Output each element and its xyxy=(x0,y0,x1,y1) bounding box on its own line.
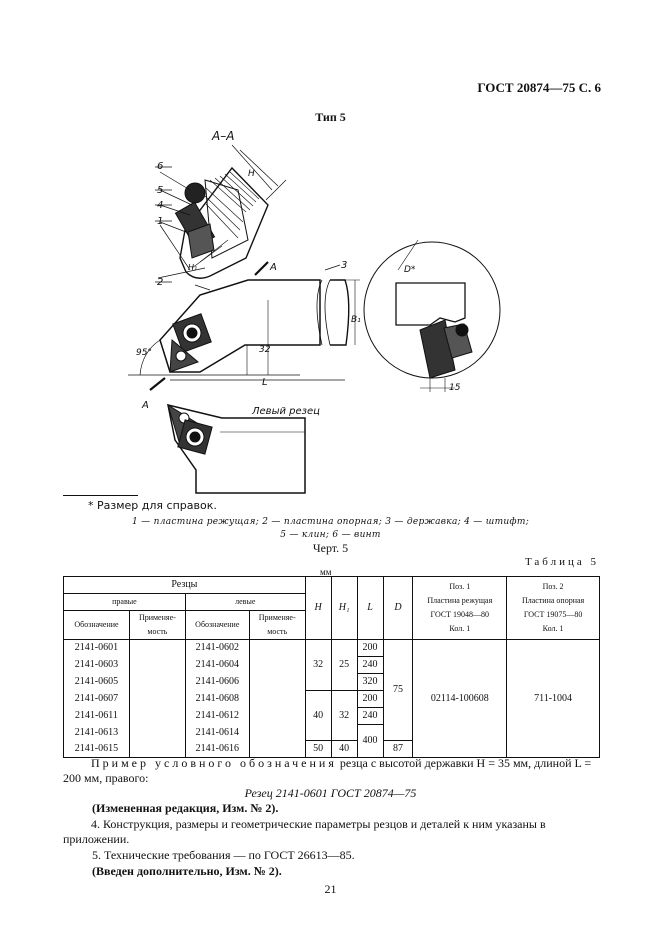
spec-table: Резцы H H₁ L D Поз. 1 Пластина режущая Г… xyxy=(63,576,600,758)
th-d: D xyxy=(382,576,414,640)
pos1-value: 02114-100608 xyxy=(412,639,508,758)
pos-label-6: 6 xyxy=(157,161,163,172)
pos-label-3: 3 xyxy=(341,260,347,271)
dim-angle: 95° xyxy=(136,348,152,358)
left-code: 2141-0608 xyxy=(184,690,250,708)
d-value: 75 xyxy=(382,639,414,741)
paragraph-5: 5. Технические требования — по ГОСТ 2661… xyxy=(92,848,355,862)
th-pos1: Поз. 1 Пластина режущая ГОСТ 19048—80 Ко… xyxy=(412,576,508,640)
dim-h: H xyxy=(248,169,255,179)
edition-note-2: (Введен дополнительно, Изм. № 2). xyxy=(92,864,282,878)
right-code: 2141-0615 xyxy=(63,740,130,758)
th-right: правые xyxy=(63,593,186,611)
dim-d: D* xyxy=(404,265,416,275)
footnote-rule xyxy=(63,495,138,496)
th-pos2: Поз. 2 Пластина опорная ГОСТ 19075—80 Ко… xyxy=(506,576,600,640)
left-code: 2141-0606 xyxy=(184,673,250,691)
paragraph-4: 4. Конструкция, размеры и геометрические… xyxy=(63,817,546,846)
left-cutter-view xyxy=(167,403,306,494)
l-value: 200 xyxy=(356,690,384,708)
l-value: 320 xyxy=(356,673,384,691)
h-value: 32 xyxy=(304,639,332,691)
table-caption: Таблица 5 xyxy=(524,556,599,568)
th-h1: H₁ xyxy=(330,576,358,640)
right-code: 2141-0603 xyxy=(63,656,130,674)
dim-32: 32 xyxy=(259,345,271,355)
legend-line-2: 5 — клин; 6 — винт xyxy=(280,530,381,540)
example-paragraph: Пример условного обозначения резца с выс… xyxy=(63,756,600,786)
left-code: 2141-0616 xyxy=(184,740,250,758)
th-cutters: Резцы xyxy=(63,576,306,594)
figure-caption: Черт. 5 xyxy=(312,541,349,555)
table-row: 2141-0603 2141-0604 240 xyxy=(63,656,600,674)
left-cutter-label: Левый резец xyxy=(251,406,320,417)
dim-l: L xyxy=(262,377,268,388)
d-value: 87 xyxy=(382,740,414,758)
th-designation-left: Обозначение xyxy=(184,610,250,640)
section-a-a xyxy=(159,144,287,291)
table-row: 2141-0611 2141-0612 240 xyxy=(63,707,600,725)
detail-view xyxy=(363,239,501,392)
pos-label-4: 4 xyxy=(157,200,163,211)
document-header: ГОСТ 20874—75 С. 6 xyxy=(477,80,601,95)
example-rest: резца с высотой державки H = 35 мм, длин… xyxy=(63,756,592,785)
table-row: 2141-0601 2141-0602 32 25 200 75 02114-1… xyxy=(63,639,600,758)
h-value: 50 xyxy=(304,740,332,758)
unit-label: мм xyxy=(320,567,332,577)
dim-15: 15 xyxy=(449,383,461,393)
l-value: 240 xyxy=(356,707,384,725)
left-code: 2141-0602 xyxy=(184,639,250,657)
table-row: 2141-0607 2141-0608 40 32 200 xyxy=(63,690,600,741)
h1-value: 40 xyxy=(330,740,358,758)
legend-line-1: 1 — пластина режущая; 2 — пластина опорн… xyxy=(131,517,530,527)
th-h: H xyxy=(304,576,332,640)
pos-label-2: 2 xyxy=(157,277,163,288)
arrow-label-top: А xyxy=(269,262,277,273)
example-lead: Пример условного обозначения xyxy=(91,756,337,770)
th-designation-right: Обозначение xyxy=(63,610,130,640)
l-value: 240 xyxy=(356,656,384,674)
edition-note-1: (Измененная редакция, Изм. № 2). xyxy=(92,801,279,815)
right-code: 2141-0611 xyxy=(63,707,130,725)
dim-h1: H₁ xyxy=(188,263,197,272)
th-application-left: Применяе- мость xyxy=(248,610,306,640)
table-row: 2141-0613 2141-0614 400 xyxy=(63,724,600,758)
h1-value: 25 xyxy=(330,639,358,691)
h1-value: 32 xyxy=(330,690,358,741)
right-code: 2141-0607 xyxy=(63,690,130,708)
left-code: 2141-0614 xyxy=(184,724,250,741)
example-code: Резец 2141-0601 ГОСТ 20874—75 xyxy=(244,786,417,800)
pos-label-5: 5 xyxy=(157,185,163,196)
left-code: 2141-0612 xyxy=(184,707,250,725)
l-value: 200 xyxy=(356,639,384,657)
right-code: 2141-0601 xyxy=(63,639,130,657)
arrow-label-bottom: А xyxy=(141,400,149,411)
left-code: 2141-0604 xyxy=(184,656,250,674)
footnote: * Размер для справок. xyxy=(88,499,217,512)
l-value: 400 xyxy=(356,724,384,758)
section-label: А–А xyxy=(211,129,234,143)
dim-b: B₁ xyxy=(351,315,361,325)
technical-drawing: А–А 6 5 4 1 2 3 H H₁ B₁ 32 L 95° D* 15 А… xyxy=(128,129,501,494)
right-cutter-view xyxy=(128,261,360,391)
pos-label-1: 1 xyxy=(157,216,163,227)
th-left: левые xyxy=(184,593,306,611)
page-number: 21 xyxy=(324,882,337,896)
th-application-right: Применяе- мость xyxy=(128,610,186,640)
right-code: 2141-0605 xyxy=(63,673,130,691)
type-title: Тип 5 xyxy=(315,110,346,124)
table-row: 2141-0615 2141-0616 50 40 87 xyxy=(63,740,600,758)
th-l: L xyxy=(356,576,384,640)
table-row: 2141-0605 2141-0606 320 xyxy=(63,673,600,691)
h-value: 40 xyxy=(304,690,332,741)
pos2-value: 711-1004 xyxy=(506,639,600,758)
right-code: 2141-0613 xyxy=(63,724,130,741)
